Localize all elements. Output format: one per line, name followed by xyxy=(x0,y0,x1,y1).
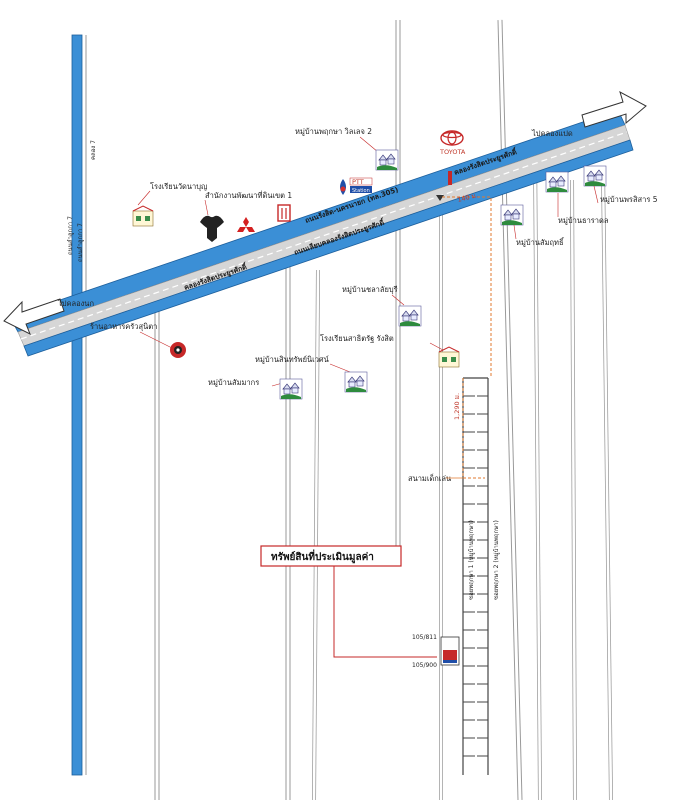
district-office-label: สำนักงานพัฒนาที่ดินเขต 1 xyxy=(205,190,292,200)
house-icon xyxy=(398,305,422,327)
to-west-label: ไปคลองนก xyxy=(57,299,94,308)
ptt-top-text: PTT xyxy=(352,178,364,186)
school-left-label: โรงเรียนวัดนาบุญ xyxy=(150,182,207,191)
house-icon xyxy=(375,149,399,171)
garuda-emblem-icon xyxy=(200,215,224,242)
village-right2-label: หมู่บ้านธาราดล xyxy=(558,216,608,225)
arrow-east xyxy=(581,90,647,128)
playground-label: สนามเด็กเล่น xyxy=(408,473,451,483)
school-icon xyxy=(438,346,460,368)
property-callout xyxy=(260,545,437,658)
soi-left-label: ซอยพฤกษา 1 (หมู่บ้านพฤกษา) xyxy=(468,520,475,600)
village-prueksa-label: หมู่บ้านพฤกษา วิลเลจ 2 xyxy=(295,127,372,136)
restaurant-label: ร้านอาหารครัวสุนิตา xyxy=(90,322,157,331)
property-soi xyxy=(462,377,489,775)
office-building-icon xyxy=(277,204,291,222)
village-sommakorn-label: หมู่บ้านสัมมากร xyxy=(208,378,259,387)
village-chalalai-label: หมู่บ้านชลาลัยบุรี xyxy=(342,285,398,294)
school-icon xyxy=(132,205,154,227)
property-plots xyxy=(440,636,460,666)
house-icon xyxy=(583,165,607,187)
house-icon xyxy=(545,171,569,193)
road-v1a-label: ถนนลำลูกกา 7 xyxy=(67,216,74,255)
school-right-label: โรงเรียนสาธิตรัฐ รังสิต xyxy=(320,334,394,343)
plot-2-label: 105/900 xyxy=(412,662,437,669)
plot-1-label: 105/811 xyxy=(412,634,437,641)
to-east-label: ไปคลองแปด xyxy=(531,129,573,138)
village-right1-label: หมู่บ้านพรสิสาร 5 xyxy=(600,195,658,204)
ptt-sign: PTT Station xyxy=(349,177,373,194)
canal-vertical xyxy=(71,34,83,776)
arrow-west xyxy=(3,298,65,336)
house-icon xyxy=(500,204,524,226)
road-v1b-label: ถนนลำลูกกา 7 xyxy=(77,223,84,262)
property-label: ทรัพย์สินที่ประเมินมูลค่า xyxy=(271,549,374,564)
house-icon xyxy=(279,378,303,400)
ptt-bottom-text: Station xyxy=(352,188,370,194)
soi-right-label: ซอยพฤกษา 2 (หมู่บ้านพฤกษา) xyxy=(493,520,500,600)
village-right3-label: หมู่บ้านสัมฤทธิ์ xyxy=(516,237,565,247)
ptt-station-icon xyxy=(340,179,346,195)
village-sinthap-label: หมู่บ้านสินทรัพย์นิเวศน์ xyxy=(255,355,329,364)
road-v1c-label: คลอง 7 xyxy=(90,140,97,160)
distance-2-label: 1,290 ม. xyxy=(453,393,461,420)
mitsubishi-logo-icon xyxy=(237,217,255,232)
main-corridor xyxy=(9,109,634,357)
toyota-logo-icon xyxy=(440,130,464,146)
restaurant-icon xyxy=(170,342,186,358)
route-dashed xyxy=(442,196,492,479)
toyota-label: TOYOTA xyxy=(439,148,466,156)
house-icon xyxy=(344,371,368,393)
